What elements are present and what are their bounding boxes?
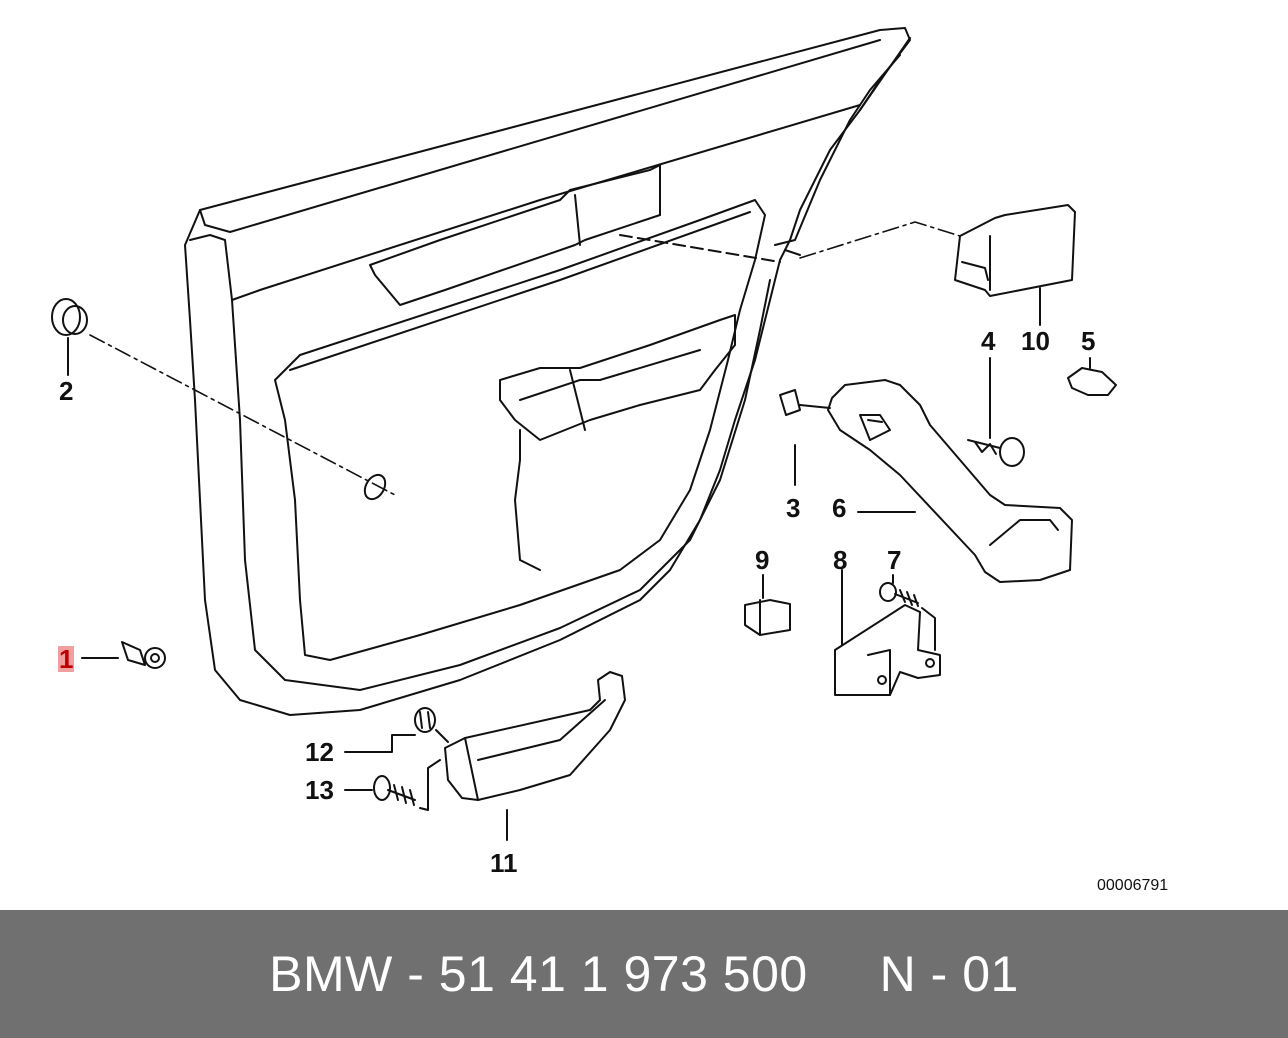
parts-diagram: 1 2 3 4 5 6 7 8 9 10 11 12 13 00006791: [51, 27, 1169, 894]
callout-13[interactable]: 13: [305, 775, 334, 805]
part-5-cap: [1067, 357, 1117, 396]
part-9-clip: [744, 574, 791, 636]
part-13-screw: [344, 759, 441, 811]
callout-5[interactable]: 5: [1081, 326, 1096, 356]
part-3-clip: [779, 389, 831, 486]
callout-1[interactable]: 1: [58, 644, 75, 674]
part-12-cap: [344, 707, 449, 753]
part-1-screw: [81, 641, 166, 669]
callout-10[interactable]: 10: [1021, 326, 1050, 356]
clip-hole: [363, 473, 387, 501]
callout-8[interactable]: 8: [833, 545, 848, 575]
part-number-text: BMW - 51 41 1 973 500 N - 01: [269, 946, 1019, 1002]
part-number-footer: BMW - 51 41 1 973 500 N - 01: [0, 910, 1288, 1038]
part-8-bracket: [834, 569, 941, 696]
part-2-clip: [51, 298, 88, 376]
part-10-storage-tray: [954, 204, 1076, 326]
callout-12[interactable]: 12: [305, 737, 334, 767]
callout-11[interactable]: 11: [490, 848, 518, 878]
door-trim-drawing: [51, 27, 1117, 841]
drawing-id: 00006791: [1097, 877, 1169, 894]
door-trim-panel: [184, 27, 911, 716]
callout-7[interactable]: 7: [887, 545, 902, 575]
callout-3[interactable]: 3: [786, 493, 801, 523]
part-11-pull-handle: [444, 671, 626, 841]
callout-9[interactable]: 9: [755, 545, 770, 575]
callout-6[interactable]: 6: [832, 493, 847, 523]
part-4-screw: [967, 357, 1025, 467]
callout-4[interactable]: 4: [981, 326, 996, 356]
callout-2[interactable]: 2: [59, 376, 74, 406]
part-7-screw: [879, 574, 936, 651]
part-6-grab-handle: [827, 379, 1073, 583]
